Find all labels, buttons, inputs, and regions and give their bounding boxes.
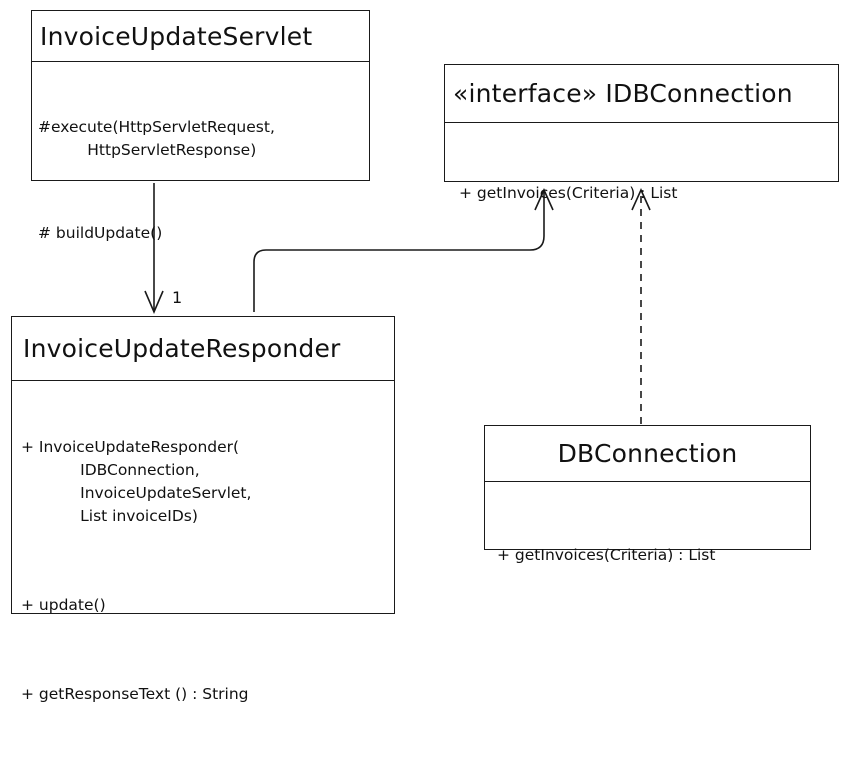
operation-execute: #execute(HttpServletRequest, HttpServlet… — [38, 118, 275, 159]
interface-idb-connection[interactable]: «interface» IDBConnection + getInvoices(… — [444, 64, 839, 202]
operations-compartment: + InvoiceUpdateResponder( IDBConnection,… — [12, 381, 394, 760]
operation-constructor: + InvoiceUpdateResponder( IDBConnection,… — [21, 438, 252, 525]
class-name: «interface» IDBConnection — [445, 65, 838, 123]
realization-arrowhead — [631, 188, 651, 211]
association-arrowhead — [144, 290, 164, 315]
class-name: DBConnection — [485, 426, 810, 482]
relationship-lines — [144, 183, 651, 424]
class-name: InvoiceUpdateResponder — [12, 317, 394, 381]
operation-get-invoices: + getInvoices(Criteria) : List — [459, 184, 678, 202]
operation-update: + update() — [21, 596, 106, 614]
operation-build-update: # buildUpdate() — [38, 224, 163, 242]
class-invoice-update-responder[interactable]: InvoiceUpdateResponder + InvoiceUpdateRe… — [11, 316, 395, 703]
operations-compartment: + getInvoices(Criteria) : List — [485, 482, 810, 621]
dependency-arrowhead — [534, 188, 554, 211]
class-db-connection[interactable]: DBConnection + getInvoices(Criteria) : L… — [484, 425, 811, 564]
dependency-responder-idb — [253, 190, 545, 312]
class-name: InvoiceUpdateServlet — [32, 11, 369, 62]
operation-get-response-text: + getResponseText () : String — [21, 685, 249, 703]
multiplicity-label: 1 — [172, 288, 183, 307]
operations-compartment: #execute(HttpServletRequest, HttpServlet… — [32, 62, 369, 299]
operation-get-invoices: + getInvoices(Criteria) : List — [497, 546, 716, 564]
operations-compartment: + getInvoices(Criteria) : List — [445, 123, 838, 259]
class-invoice-update-servlet[interactable]: InvoiceUpdateServlet #execute(HttpServle… — [31, 10, 370, 242]
